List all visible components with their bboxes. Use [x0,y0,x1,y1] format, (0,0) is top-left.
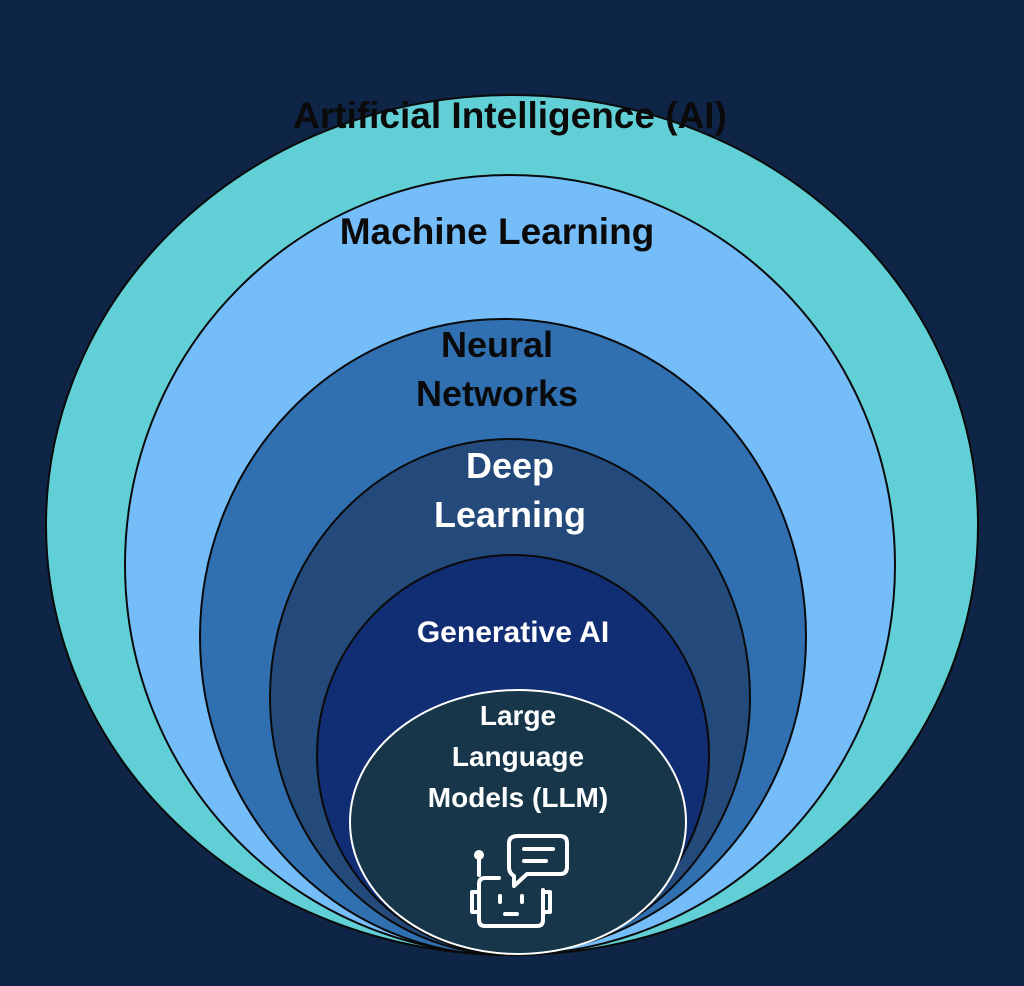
chatbot-robot-icon [470,834,569,928]
label-artificial-intelligence: Artificial Intelligence (AI) [293,95,727,136]
label-llm-line2: Language [452,741,584,772]
label-llm-line1: Large [480,700,556,731]
label-deep-learning-line2: Learning [434,494,586,535]
label-neural-networks-line2: Networks [416,373,578,414]
label-deep-learning-line1: Deep [466,445,554,486]
ellipse-large-language-models [349,689,687,955]
label-machine-learning: Machine Learning [340,211,655,252]
label-generative-ai: Generative AI [417,616,609,649]
label-llm-line3: Models (LLM) [428,782,608,813]
label-neural-networks-line1: Neural [441,324,553,365]
